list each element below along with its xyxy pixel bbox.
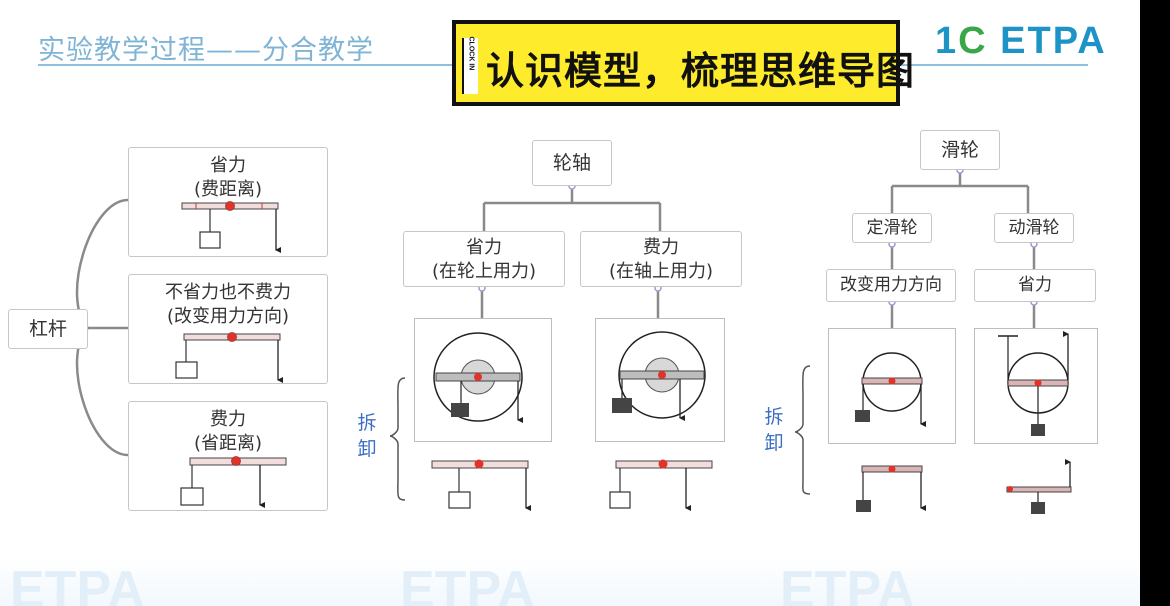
mechanism-drawings xyxy=(175,201,1072,514)
wheel-axle-lever-2 xyxy=(609,459,713,511)
card-sublabel: (省距离) xyxy=(193,433,263,454)
card-label: 不省力也不费力 xyxy=(165,282,291,303)
card-sublabel: (改变用力方向) xyxy=(166,306,290,327)
wheel-axle-drawing-2 xyxy=(612,331,706,421)
movable-pulley-desc: 省力 xyxy=(974,269,1096,302)
page-title: 实验教学过程——分合教学 xyxy=(38,35,374,66)
lever-diagram-2 xyxy=(175,332,283,383)
background-watermark: ETPA ETPA ETPA xyxy=(0,558,1140,606)
fixed-pulley-label: 定滑轮 xyxy=(852,213,932,243)
title-banner: CLOCK IN 认识模型，梳理思维导图 xyxy=(452,20,914,106)
branch-sublabel: (在轴上用力) xyxy=(608,261,714,282)
banner-title: 认识模型，梳理思维导图 xyxy=(486,49,916,93)
pulley-root: 滑轮 xyxy=(920,130,1000,170)
movable-pulley-label: 动滑轮 xyxy=(994,213,1074,243)
lever-diagram-1 xyxy=(181,201,281,253)
lever-root: 杠杆 xyxy=(8,309,88,349)
wheel-axle-branch-save-force: 省力 (在轮上用力) xyxy=(403,231,565,287)
branch-sublabel: (在轮上用力) xyxy=(431,261,537,282)
slide: 实验教学过程——分合教学 CLOCK IN 认识模型，梳理思维导图 1C ETP… xyxy=(0,20,1140,606)
screen-edge xyxy=(1140,0,1170,606)
wheel-axle-drawing-1 xyxy=(433,332,523,423)
wheel-axle-root: 轮轴 xyxy=(532,140,612,186)
pulley-disassemble-label: 拆卸 xyxy=(764,406,784,454)
branch-label: 省力 xyxy=(466,237,502,258)
movable-pulley-drawing xyxy=(998,331,1072,514)
lever-card-neutral: 不省力也不费力 (改变用力方向) xyxy=(128,274,328,384)
etpa-logo: 1C ETPA xyxy=(935,20,1107,62)
card-label: 省力 xyxy=(210,155,246,176)
branch-label: 费力 xyxy=(643,237,679,258)
fixed-pulley-drawing xyxy=(855,352,926,512)
fixed-pulley-desc: 改变用力方向 xyxy=(826,269,956,302)
clock-in-tag: CLOCK IN xyxy=(462,37,478,94)
lever-card-save-force: 省力 (费距离) xyxy=(128,147,328,257)
lever-diagram-3 xyxy=(180,456,287,508)
card-label: 费力 xyxy=(210,409,246,430)
wheel-axle-disassemble-label: 拆卸 xyxy=(357,412,377,460)
card-sublabel: (费距离) xyxy=(193,179,263,200)
wheel-axle-branch-cost-force: 费力 (在轴上用力) xyxy=(580,231,742,287)
lever-card-cost-force: 费力 (省距离) xyxy=(128,401,328,511)
wheel-axle-lever-1 xyxy=(431,459,531,511)
